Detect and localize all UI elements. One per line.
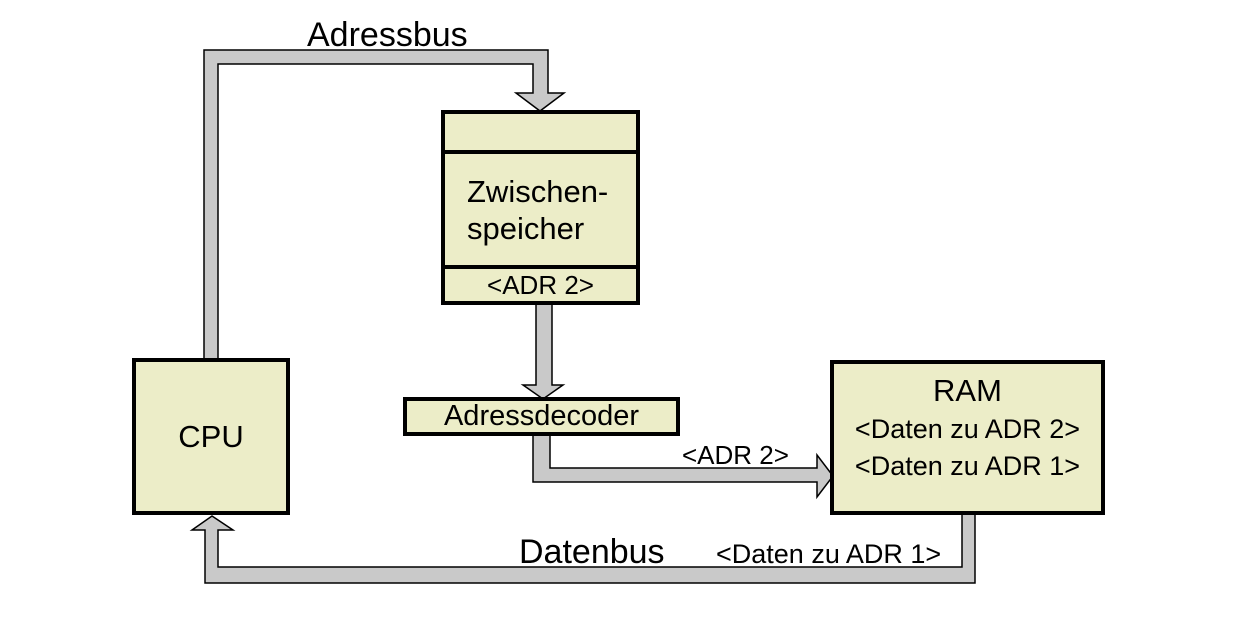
cpu-label: CPU [178, 418, 244, 454]
datenbus-label: Datenbus [519, 533, 665, 571]
zwischenspeicher-adr2-slot: <ADR 2> [445, 265, 636, 301]
adr2-bus-label: <ADR 2> [682, 440, 789, 470]
zwischenspeicher-label-line1: Zwischen- [467, 173, 609, 209]
zwischenspeicher-label: Zwischen- speicher [445, 154, 636, 265]
zwischenspeicher-box: Zwischen- speicher <ADR 2> [441, 110, 640, 305]
adressdecoder-box: Adressdecoder [403, 397, 680, 436]
ram-title: RAM [933, 373, 1002, 408]
daten-zu-adr1-bus-label: <Daten zu ADR 1> [716, 539, 942, 569]
zwischenspeicher-adr2-text: <ADR 2> [487, 269, 594, 300]
ram-row-adr1: <Daten zu ADR 1> [854, 451, 1081, 481]
ram-box: RAM <Daten zu ADR 2> <Daten zu ADR 1> [830, 360, 1105, 515]
zwischenspeicher-empty-slot [445, 114, 636, 154]
cpu-box: CPU [132, 358, 290, 515]
adressdecoder-label: Adressdecoder [443, 400, 640, 432]
ram-row-adr2: <Daten zu ADR 2> [854, 414, 1081, 444]
adressbus-label: Adressbus [307, 16, 468, 54]
buffer-to-decoder-arrow [520, 300, 566, 400]
zwischenspeicher-label-line2: speicher [467, 210, 585, 246]
decoder-to-ram-arrow [532, 431, 834, 500]
adressbus-pipe [203, 49, 567, 361]
